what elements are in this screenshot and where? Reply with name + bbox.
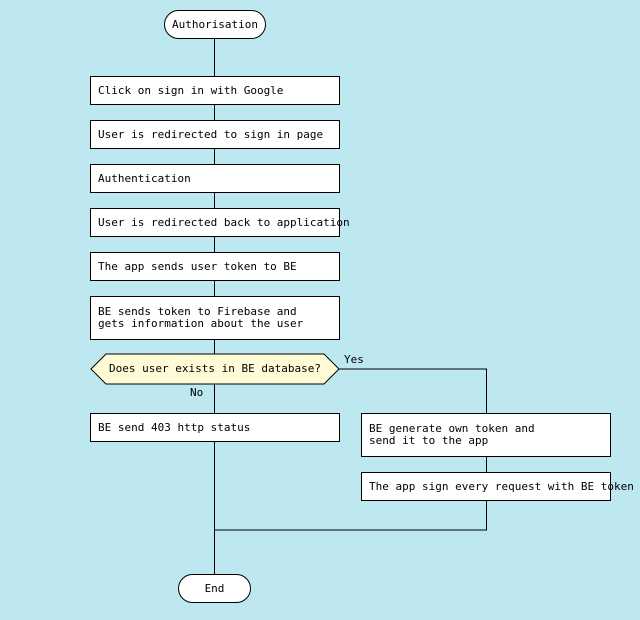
step-redirect-back: User is redirected back to application (90, 208, 350, 237)
step-authentication: Authentication (90, 164, 340, 193)
step-send-token: The app sends user token to BE (90, 252, 340, 281)
connector-decision-yes (339, 368, 487, 413)
decision-shape (90, 353, 340, 385)
step-click-sign-in: Click on sign in with Google (90, 76, 340, 105)
connector-yes2-merge (214, 501, 487, 531)
end-node: End (178, 574, 251, 603)
decision-label: Does user exists in BE database? (109, 362, 321, 375)
step-generate-token: BE generate own token and send it to the… (361, 413, 611, 457)
step-send-403: BE send 403 http status (90, 413, 340, 442)
step-sign-requests: The app sign every request with BE token (361, 472, 634, 501)
start-node: Authorisation (164, 10, 266, 39)
step-redirect-sign-in: User is redirected to sign in page (90, 120, 340, 149)
step-firebase: BE sends token to Firebase and gets info… (90, 296, 340, 340)
yes-label: Yes (344, 353, 364, 366)
no-label: No (190, 386, 204, 399)
